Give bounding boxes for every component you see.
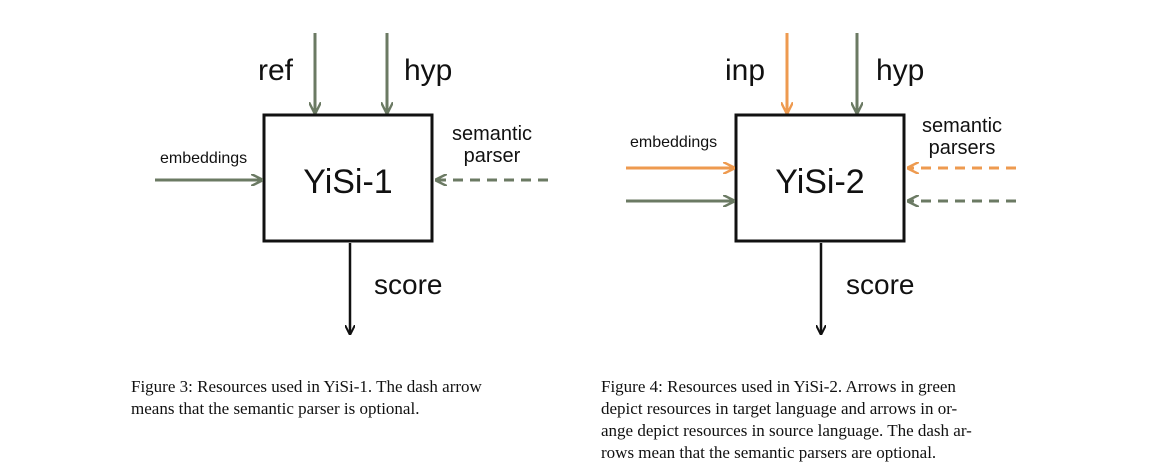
semantic-parsers-label-line2: parsers [929,137,996,159]
yisi-2-box [734,113,906,243]
semantic-parser-label-line2: parser [464,145,521,167]
caption-line: ange depict resources in source language… [601,421,972,440]
caption-line: depict resources in target language and … [601,399,958,418]
embeddings-label: embeddings [160,150,247,167]
semantic-parser-label-line1: semantic [452,123,532,145]
caption-line: rows mean that the semantic parsers are … [601,443,937,462]
embeddings-label: embeddings [630,134,717,151]
yisi-2-label: YiSi-2 [775,163,864,201]
ref-label: ref [258,54,294,87]
semantic-parsers-label-line1: semantic [922,115,1002,137]
figure-4-diagram: inp hyp YiSi-2 embeddings semantic parse… [626,33,1016,360]
caption-line: Figure 4: Resources used in YiSi-2. Arro… [601,377,956,396]
score-label: score [374,269,442,300]
hyp-label: hyp [876,54,924,87]
yisi-1-label: YiSi-1 [303,163,392,201]
hyp-label: hyp [404,54,452,87]
yisi-1-box [262,113,434,243]
figure-3-caption: Figure 3: Resources used in YiSi-1. The … [131,376,581,420]
caption-line: means that the semantic parser is option… [131,399,420,418]
score-label: score [846,269,914,300]
figure-3-diagram: ref hyp YiSi-1 embeddings semantic parse… [155,33,548,360]
caption-line: Figure 3: Resources used in YiSi-1. The … [131,377,482,396]
figure-4-caption: Figure 4: Resources used in YiSi-2. Arro… [601,376,1061,464]
inp-label: inp [725,54,765,87]
